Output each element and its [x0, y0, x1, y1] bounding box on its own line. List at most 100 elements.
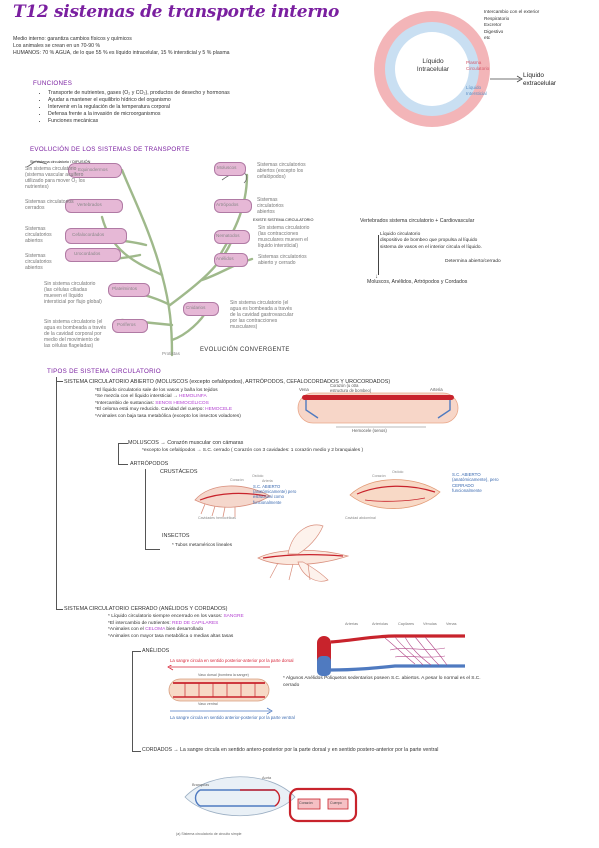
crust-mid-note: S.C. ABIERTO (anatómicamente) pero estru… [253, 484, 297, 505]
artropodos-label: ARTRÓPODOS [130, 461, 169, 467]
closed-line: *Animales con el CELOMA bien desarrollad… [108, 627, 204, 632]
worm-label: Vaso ventral [198, 702, 218, 706]
crab-drawing [190, 472, 275, 522]
open-line: *El líquido circulatorio sale de los vas… [95, 388, 218, 393]
intro-line-1: Medio interno: garantiza cambios físicos… [13, 36, 132, 42]
closed-system-lines: * Líquido circulatorio siempre encerrado… [108, 614, 244, 640]
annelid-diagram [165, 663, 275, 715]
fish-caption: (a) Sistema circulatorio de circuito sim… [176, 832, 242, 836]
highlight-term: CELOMA [145, 627, 166, 632]
tree-branch [132, 751, 141, 752]
convergent-evolution-label: EVOLUCIÓN CONVERGENTE [200, 347, 290, 353]
urochordate-icon [65, 248, 121, 262]
intracellular-core [395, 32, 469, 106]
highlight-term: SENOS HEMOCÉLICOS [155, 400, 209, 406]
open-line: *El celoma está muy reducido. Cavidad de… [95, 407, 233, 413]
corazon-label: Corazón (u otra estructura de bombeo) [330, 383, 372, 393]
open-line: *Intercambio de sustancias: SENOS HEMOCÉ… [95, 400, 209, 406]
crustaceos-label: CRUSTÁCEOS [160, 469, 198, 475]
tree-line [132, 651, 133, 751]
crab-label: Cavidades hemocélicas [198, 516, 236, 520]
page-title: T12 sistemas de transporte interno [13, 2, 340, 22]
tree-line [56, 377, 57, 609]
nematode-icon [214, 230, 250, 244]
desc-cnidarians: Sin sistema circulatorio (el agua es bom… [230, 300, 294, 330]
heart-loop-diagram [288, 785, 358, 825]
desc-vertebrates: Sistemas circulatorios cerrados [25, 199, 74, 211]
crab-label: Corazón [230, 478, 244, 482]
tipos-title: TIPOS DE SISTEMA CIRCULATORIO [47, 368, 162, 375]
shrimp-label: Corazón [372, 474, 386, 478]
group-label: Cnidarios [186, 305, 206, 310]
mollusc-icon [214, 162, 246, 176]
desc-flatworms: Sin sistema circulatorio (las células ci… [44, 281, 102, 305]
annelid-icon [214, 253, 248, 267]
insect-drawing [248, 518, 358, 588]
plasma-label: Plasma Circulatorio [466, 60, 490, 71]
vessel-label: Arteriolas [372, 622, 389, 626]
exchange-item: Respiratorio [484, 15, 510, 21]
interstitial-label: Líquido Intersticial [466, 85, 487, 96]
highlight-term: RED DE CAPILARES [172, 620, 219, 626]
group-label: Cefalocordados [72, 232, 105, 237]
desc-cephalochordates: Sistemas circulatorios abiertos [25, 226, 52, 244]
shrimp-label: Cavidad abdominal [345, 516, 376, 520]
desc-sponges: Sin sistema circulatorio (el agua es bom… [44, 319, 106, 349]
list-item: sistema de vasos en el interior circula … [380, 244, 482, 250]
group-label: Artrópodos [216, 202, 239, 207]
tree-branch [56, 609, 63, 610]
note-no-circulatory: Sin sistema circulatorio / DIFUSIÓN [30, 160, 91, 164]
side-items: Líquido circulatorio dispositivo de bomb… [380, 232, 510, 251]
arthropod-icon [214, 199, 252, 213]
arrow-head-icon: ↓ [375, 274, 378, 280]
evolucion-title: EVOLUCIÓN DE LOS SISTEMAS DE TRANSPORTE [30, 146, 190, 153]
open-system-diagram [296, 385, 461, 435]
note-circulatory: EXISTE SISTEMA CIRCULATORIO [253, 218, 314, 222]
intro-line-3: HUMANOS: 70 % AGUA, de lo que 55 % es lí… [13, 50, 230, 56]
vena-label: Vena [299, 387, 309, 392]
tree-branch [145, 549, 160, 550]
tree-line [118, 443, 119, 465]
vertebrate-icon [65, 199, 123, 213]
insectos-label: INSECTOS [162, 533, 190, 539]
cephalochordate-icon [65, 228, 127, 244]
worm-label: Vaso dorsal (bombea la sangre) [198, 673, 249, 677]
extracellular-label: Líquido extracelular [523, 72, 557, 87]
fish-label: Aorta [262, 776, 272, 780]
desc-molluscs: Sistemas circulatorios abiertos (excepto… [257, 162, 306, 180]
list-item: Defensa frente a la invasión de microorg… [48, 111, 230, 118]
group-label: Anélidos [216, 256, 234, 261]
anelidos-note: * Algunos Anélidos Poliquetos sedentario… [283, 676, 481, 688]
flow-top-label: La sangre circula en sentido posterior-a… [170, 658, 294, 663]
fluid-compartments-diagram [370, 5, 530, 133]
vessel-label: Capilares [398, 622, 415, 626]
desc-annelids: Sistemas circulatorios abierto y cerrado [258, 254, 307, 266]
open-line: *Animales con baja tasa metabólica (exce… [95, 413, 241, 419]
exchange-item: Excretor [484, 22, 502, 28]
closed-system-heading: SISTEMA CIRCULATORIO CERRADO (ANÉLIDOS Y… [64, 606, 228, 612]
list-item: Ayudar a mantener el equilibrio hídrico … [48, 97, 230, 104]
funciones-title: FUNCIONES [33, 80, 73, 87]
intracellular-label: Líquido Intracelular [416, 58, 450, 73]
fish-label: Branquias [192, 783, 210, 787]
group-label: Vertebrados [77, 202, 102, 207]
exchange-list: Intercambio con el exterior Respiratorio… [484, 9, 539, 42]
vessel-label: Vénulas [423, 622, 437, 626]
tree-branch [118, 443, 128, 444]
list-item: dispositivo de bombeo que propulsa al lí… [380, 238, 478, 244]
closed-line: *Animales con mayor tasa metabólica o me… [108, 633, 234, 639]
tree-root-label: Protistas [162, 351, 180, 356]
group-label: Nematodos [216, 233, 240, 238]
arteria-label: Arteria [430, 387, 443, 392]
list-item: Intervenir en la regulación de la temper… [48, 104, 230, 111]
crab-label: Arteria [262, 479, 273, 483]
cordados-text: CORDADOS → La sangre circula en sentido … [142, 747, 439, 753]
desc-arthropods: Sistemas circulatorios abiertos [257, 197, 284, 215]
group-label: Equinodermos [78, 167, 108, 172]
vessel-label: Venas [446, 622, 457, 626]
fish-label: Corazón [299, 801, 313, 805]
vertebrate-side-title: Vertebrados sistema circulatorio + Cardi… [360, 218, 475, 224]
moluscos-line: *excepto los cefalópodos → S.C. cerrado … [142, 448, 364, 453]
desc-echinoderms: Sin sistema circulatorio (sistema vascul… [25, 166, 86, 190]
insect-note: * Tubos metaméricos lineales [172, 542, 233, 547]
